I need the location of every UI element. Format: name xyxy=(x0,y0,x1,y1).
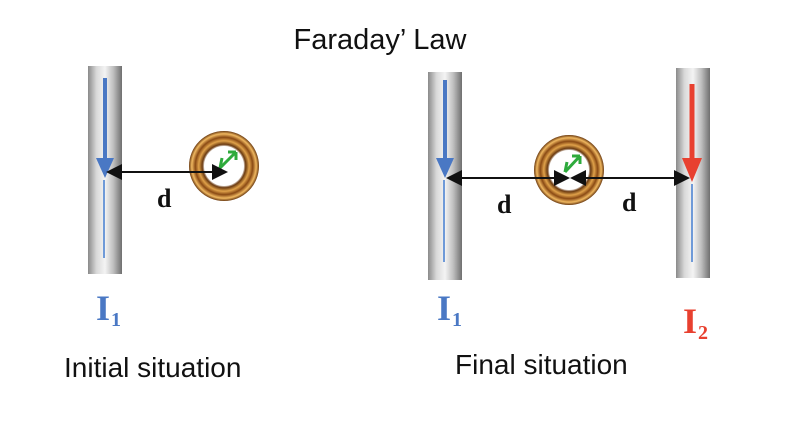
final-left-wire xyxy=(428,72,462,280)
loop-hole xyxy=(549,150,589,190)
initial-loop xyxy=(189,131,259,201)
caption-final: Final situation xyxy=(455,349,628,380)
current-arrow-icon xyxy=(96,158,114,178)
current-arrow-icon xyxy=(436,158,454,178)
diagram-title: Faraday’ Law xyxy=(293,24,467,56)
caption-initial: Initial situation xyxy=(64,352,242,383)
current-symbol: I xyxy=(437,288,452,328)
final-right-wire xyxy=(676,68,710,278)
distance-label-final-right: d xyxy=(622,188,637,217)
current-subscript: 1 xyxy=(111,309,122,331)
radius-marker-tick xyxy=(563,161,569,173)
current-label-initial: I1 xyxy=(96,290,121,332)
distance-label-initial: d xyxy=(157,184,172,213)
current-symbol: I xyxy=(96,288,111,328)
current-arrow-icon xyxy=(682,158,702,182)
current-subscript: 1 xyxy=(452,309,463,331)
distance-label-final-left: d xyxy=(497,190,512,219)
radius-marker-tick xyxy=(218,157,224,169)
current-label-final-left: I1 xyxy=(437,290,462,332)
radius-marker-icon xyxy=(563,154,582,174)
final-loop xyxy=(534,135,604,205)
initial-wire xyxy=(88,66,122,274)
current-subscript: 2 xyxy=(698,322,709,344)
current-symbol: I xyxy=(683,301,698,341)
current-label-final-right: I2 xyxy=(683,303,708,345)
